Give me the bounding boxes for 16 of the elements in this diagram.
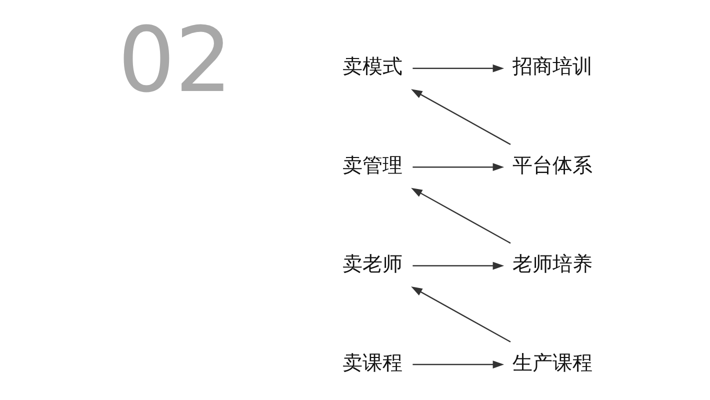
node-text: 老师培养	[512, 251, 592, 276]
label: 02	[118, 7, 232, 112]
node-text: 卖模式	[342, 54, 402, 78]
arrow	[411, 187, 511, 244]
arrow	[412, 360, 504, 368]
node-text: 生产课程	[512, 350, 592, 374]
arrow	[411, 88, 511, 144]
node-text: 卖课程	[342, 350, 402, 374]
node-text: 平台体系	[512, 152, 592, 176]
arrow	[412, 64, 504, 72]
arrow	[412, 162, 504, 171]
arrow	[411, 286, 511, 342]
node-text: 招商培训	[512, 54, 592, 78]
node-text: 卖老师	[342, 251, 402, 276]
node-text: 卖管理	[342, 152, 402, 176]
arrow	[412, 261, 504, 270]
